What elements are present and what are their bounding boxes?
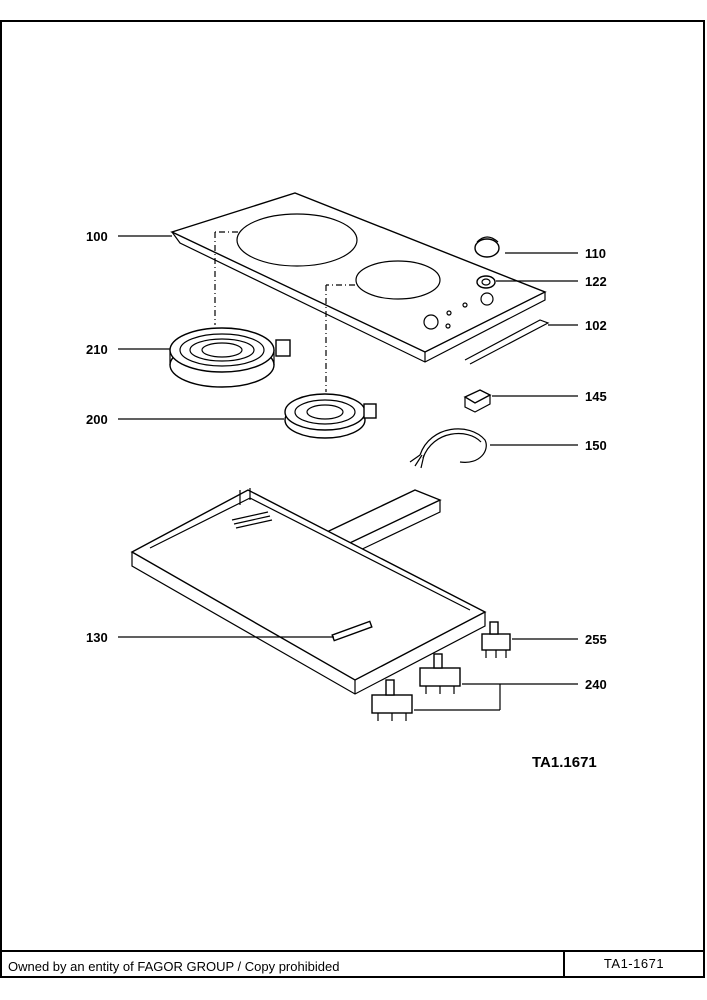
- label-210: 210: [86, 342, 108, 357]
- label-130: 130: [86, 630, 108, 645]
- switch-part-255: [481, 621, 511, 658]
- radiant-heating-element-large: [169, 327, 291, 388]
- label-122: 122: [585, 274, 607, 289]
- knob-ring-part: [476, 275, 496, 289]
- lower-housing-tray-part: [130, 488, 487, 695]
- label-255: 255: [585, 632, 607, 647]
- title-block: Owned by an entity of FAGOR GROUP / Copy…: [2, 950, 703, 976]
- drawing-sheet: Owned by an entity of FAGOR GROUP / Copy…: [0, 20, 705, 978]
- terminal-block-part: [463, 389, 492, 413]
- label-240: 240: [585, 677, 607, 692]
- glass-cooktop-part: [170, 192, 547, 363]
- energy-regulator-part-upper: [419, 653, 461, 694]
- ownership-notice: Owned by an entity of FAGOR GROUP / Copy…: [8, 959, 340, 974]
- label-200: 200: [86, 412, 108, 427]
- gasket-part: [464, 319, 550, 365]
- power-cable-part: [409, 428, 487, 469]
- label-150: 150: [585, 438, 607, 453]
- energy-regulator-part-lower: [371, 679, 413, 721]
- control-knob-part: [474, 236, 500, 258]
- label-145: 145: [585, 389, 607, 404]
- label-110: 110: [585, 246, 606, 261]
- label-102: 102: [585, 318, 607, 333]
- label-100: 100: [86, 229, 108, 244]
- leader-lines: [118, 235, 578, 711]
- radiant-heating-element-small: [284, 393, 377, 439]
- drawing-reference: TA1.1671: [532, 754, 597, 771]
- drawing-code: TA1-1671: [563, 952, 703, 976]
